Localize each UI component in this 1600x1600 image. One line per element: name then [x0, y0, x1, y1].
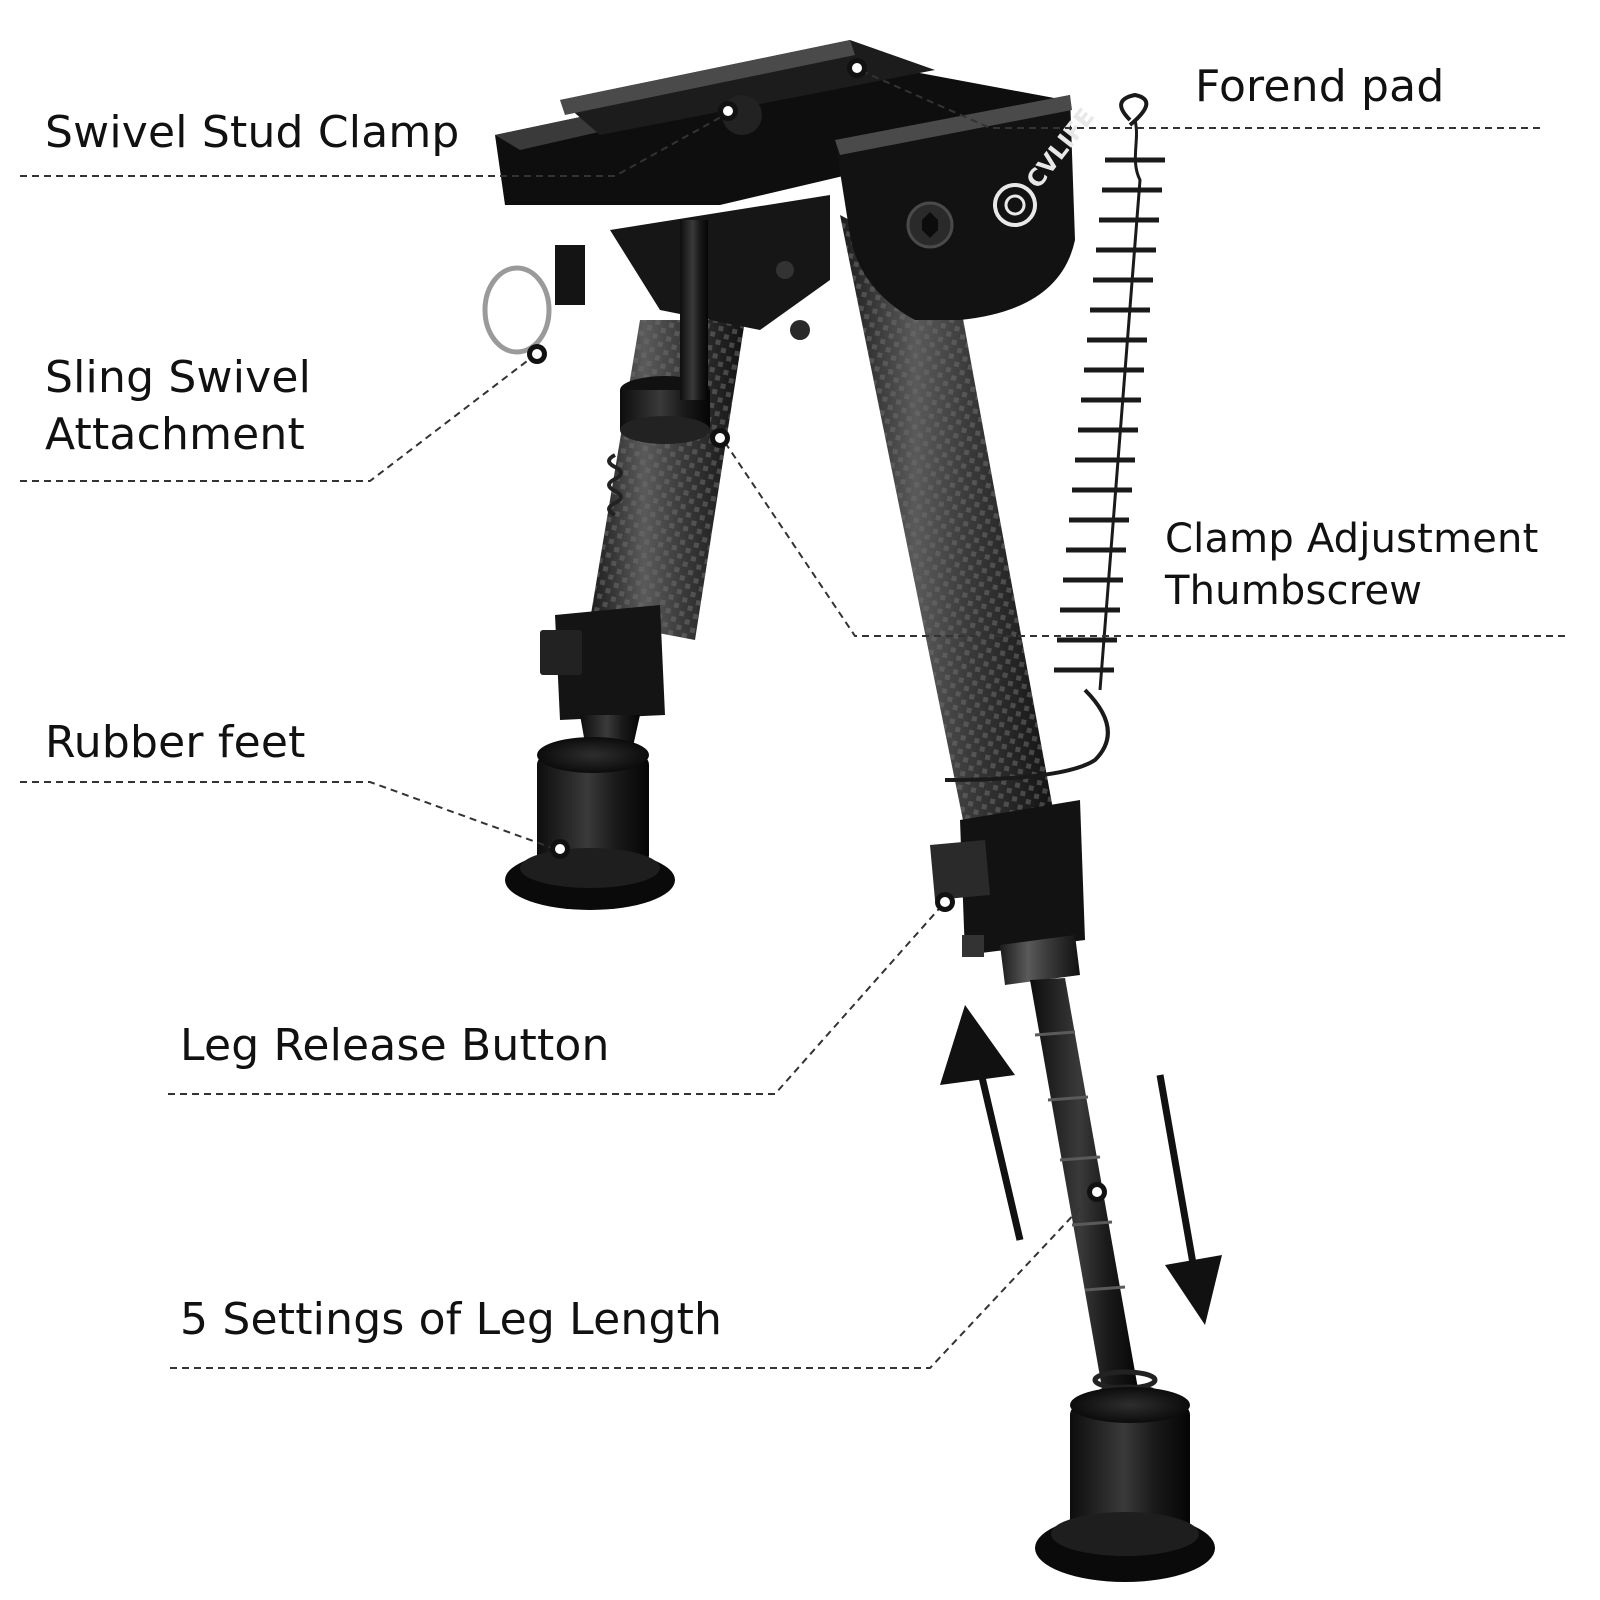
label-leg-length-settings: 5 Settings of Leg Length — [180, 1294, 723, 1345]
target-dot-settings-icon — [1087, 1182, 1107, 1202]
label-sling-swivel-attachment: Sling Swivel Attachment — [45, 349, 311, 463]
tension-spring — [944, 92, 1165, 782]
arrow-up-icon — [940, 1005, 1015, 1085]
label-leg-release-button: Leg Release Button — [180, 1020, 610, 1071]
label-rubber-feet: Rubber feet — [45, 717, 306, 768]
target-dot-swivel-icon — [718, 101, 738, 121]
label-forend-pad: Forend pad — [1195, 61, 1445, 112]
label-clamp-line-2: Thumbscrew — [1165, 568, 1423, 614]
target-dot-clamp-icon — [710, 428, 730, 448]
arrow-down-icon — [1165, 1255, 1222, 1325]
label-swivel-stud-clamp: Swivel Stud Clamp — [45, 107, 460, 158]
left-leg — [505, 320, 745, 910]
target-dot-forend-icon — [847, 58, 867, 78]
target-dot-sling-icon — [527, 344, 547, 364]
leader-lines — [20, 67, 1565, 1369]
target-dot-release-icon — [935, 892, 955, 912]
top-mount: CVLIFE — [482, 40, 1100, 400]
target-dots — [527, 58, 1107, 1202]
adjust-arrows — [940, 1005, 1222, 1325]
label-clamp-line-1: Clamp Adjustment — [1165, 516, 1539, 562]
label-sling-line-2: Attachment — [45, 409, 305, 461]
target-dot-rubber-icon — [550, 839, 570, 859]
right-leg — [840, 215, 1215, 1582]
label-clamp-adjustment-thumbscrew: Clamp Adjustment Thumbscrew — [1165, 513, 1538, 617]
label-sling-line-1: Sling Swivel — [45, 352, 312, 403]
